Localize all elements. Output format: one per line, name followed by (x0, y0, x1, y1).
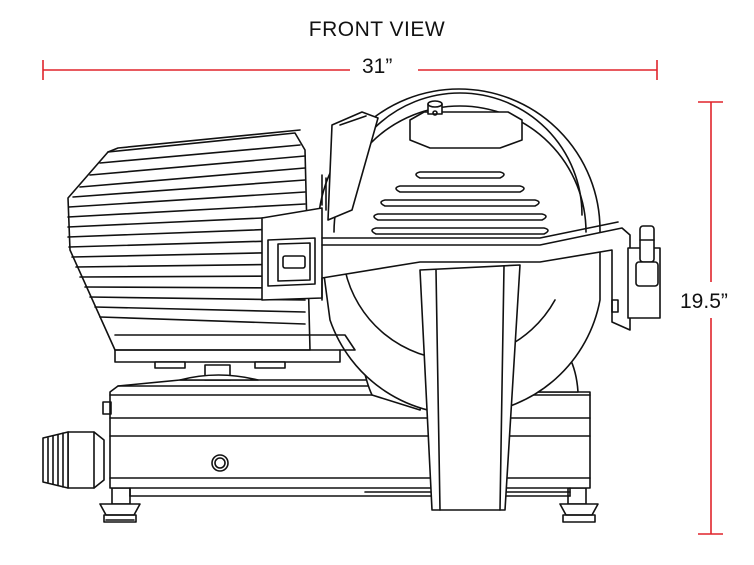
carriage-arm (419, 264, 521, 511)
height-dimension-label: 19.5” (680, 286, 728, 318)
width-dimension-label: 31” (356, 55, 399, 79)
carriage-handle (611, 225, 661, 319)
gauge-plate (327, 111, 379, 221)
foot-right (559, 487, 599, 523)
foot-left (99, 487, 141, 523)
thickness-knob (42, 431, 105, 489)
base-body (102, 394, 591, 497)
width-dimension-line (42, 60, 658, 80)
view-title: FRONT VIEW (308, 18, 446, 41)
base-screw-left (211, 454, 229, 472)
carriage-tray (261, 207, 631, 331)
motor-housing (67, 129, 356, 369)
height-dimension-line (698, 101, 723, 535)
sharpener-cap (409, 100, 523, 149)
center-post (179, 364, 259, 381)
